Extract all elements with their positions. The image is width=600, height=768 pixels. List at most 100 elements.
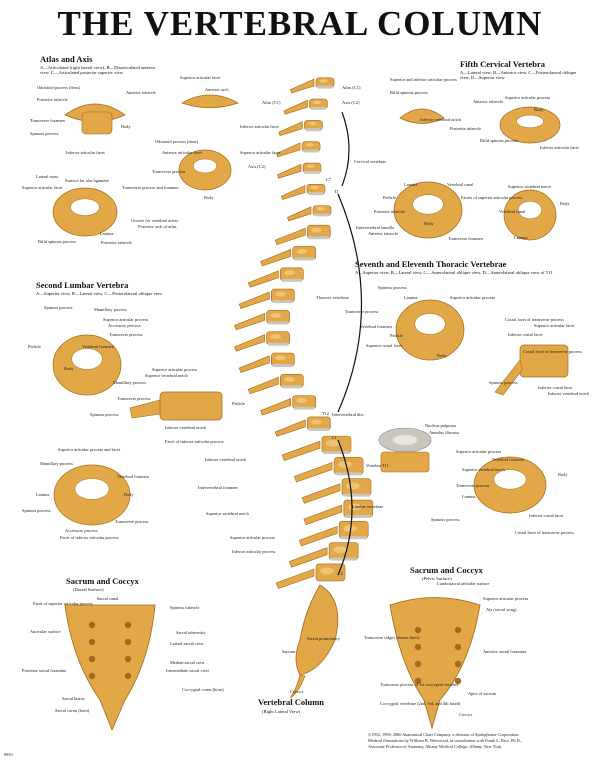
posterior-sacral-foramen <box>88 638 96 646</box>
intervertebral-disc <box>272 364 294 368</box>
t7-superior-foramen <box>414 313 446 335</box>
cervical-label: Superior and inferior articular process <box>390 77 457 82</box>
body-highlight <box>326 439 340 447</box>
atlas-axis-label: Superior articular facet <box>240 150 281 155</box>
thoracic-label: Lamina <box>404 295 418 300</box>
cervical-label: Superior vertebral notch <box>508 184 551 189</box>
atlas-axis-label: Body <box>204 195 214 200</box>
lumbar-label: Body <box>64 366 74 371</box>
atlas-axis-label: Lateral mass <box>36 174 59 179</box>
body-highlight <box>270 312 281 318</box>
thoracic-label: Vertebral foramen <box>360 324 392 329</box>
thoracic-label: Inferior costal facet <box>538 385 573 390</box>
sacrum-dorsal-label: Sacral hiatus <box>62 696 85 701</box>
intervertebral-disc <box>322 451 350 455</box>
cervical-label: Transverse foramen <box>448 236 483 241</box>
lumbar-label: Transverse process <box>117 396 151 401</box>
sacrum-dorsal-label: Facet of superior articular process <box>33 601 93 606</box>
column-label: C7 <box>326 177 332 182</box>
mid-column-label: Superior articular process <box>230 535 276 540</box>
intervertebral-disc <box>308 236 330 240</box>
body-highlight <box>306 164 315 169</box>
spinous-process <box>277 163 302 179</box>
axis-body <box>81 111 113 135</box>
spinous-process <box>260 398 292 416</box>
l2-lateral-body <box>159 391 223 421</box>
sacrum-pelvic-label: Superior articular process <box>483 596 529 601</box>
c5-anterior-foramen <box>516 114 544 128</box>
section-title-fifth-cervical: Fifth Cervical Vertebra <box>460 59 545 69</box>
spinous-process <box>288 547 328 568</box>
sacrum-pelvic-label: Anterior sacral foramina <box>483 649 527 654</box>
sacrum-pelvic-label: Transverse process of 1st coccygeal vert… <box>380 682 459 687</box>
thoracic-label: Lamina <box>462 494 476 499</box>
mid-column-label: Intervertebral foramen <box>198 485 238 490</box>
lumbar-label: Body <box>124 492 134 497</box>
section-title-thoracic: Seventh and Eleventh Thoracic Vertebrae <box>355 259 507 269</box>
intervertebral-disc <box>317 85 333 89</box>
lumbar-label: Superior articular process <box>152 367 198 372</box>
intervertebral-disc <box>342 493 370 497</box>
copyright-line-2: Medical illustrations by William B. West… <box>368 738 522 743</box>
posterior-sacral-foramen <box>88 672 96 680</box>
section-title-sacrum-pelvic: Sacrum and Coccyx <box>410 565 483 575</box>
lumbar-label: Spinous process <box>44 305 73 310</box>
thoracic-label: Costal facet of transverse process <box>523 349 582 354</box>
thoracic-label: Nucleus pulposus <box>425 423 457 428</box>
cervical-label: Facets of superior articular process <box>461 195 523 200</box>
section-subtitle-fifth-cervical: A—Lateral view, B—Anterior view, C—Poste… <box>460 70 577 80</box>
lumbar-label: Facet of inferior articular process <box>60 535 119 540</box>
thoracic-label: Superior vertebral notch <box>462 467 505 472</box>
body-highlight <box>275 355 286 361</box>
body-highlight <box>310 185 319 190</box>
cervical-label: Posterior tubercle <box>374 209 406 214</box>
atlas-axis-label: Inferior articular facet <box>240 124 279 129</box>
column-label: Thoracic vertebrae <box>316 295 350 300</box>
mid-column-label: Superior vertebral notch <box>206 511 249 516</box>
atlas-axis-label: Anterior articular facet <box>162 150 203 155</box>
lumbar-label: Mamillary process <box>113 380 146 385</box>
c5-oblique-foramen <box>518 201 542 219</box>
anterior-sacral-foramen <box>414 660 422 668</box>
sacrum-pelvic-label: Coccygeal vertebrae (2nd, 3rd, and 4th f… <box>380 701 461 706</box>
mid-column-label: Inferior articular process <box>232 549 276 554</box>
lumbar-label: Facet of inferior articular process <box>165 439 224 444</box>
thoracic-label: Vertebral foramen <box>492 457 524 462</box>
lumbar-bracket <box>337 439 353 576</box>
cervical-label: Anterior tubercle <box>473 99 504 104</box>
cervical-label: Anterior tubercle <box>368 231 399 236</box>
cervical-label: Body <box>424 221 434 226</box>
sacrum-dorsal-label: Coccygeal cornu (horn) <box>182 687 224 692</box>
column-label: Intervertebral disc <box>332 412 365 417</box>
lumbar-label: Lamina <box>36 492 50 497</box>
sacrum-pelvic-shape <box>389 597 481 730</box>
column-label: T12 <box>322 411 330 416</box>
thoracic-label: Body <box>437 353 447 358</box>
intervertebral-disc <box>305 128 322 132</box>
atlas-axis-label: Posterior tubercle <box>37 97 69 102</box>
spinous-process <box>234 312 265 331</box>
vertebra-detail-illustrations <box>52 94 569 732</box>
lumbar-label: Superior articular process and facet <box>58 447 121 452</box>
spinous-process <box>280 185 306 200</box>
t7-lateral-spine <box>494 359 523 396</box>
thoracic-label: Transverse process <box>345 309 379 314</box>
atlas-axis-label: Transverse process <box>152 169 186 174</box>
intervertebral-disc <box>281 385 303 389</box>
body-highlight <box>343 524 357 532</box>
spinous-process <box>298 525 338 547</box>
thoracic-label: Inferior costal facet <box>529 513 564 518</box>
column-label: Sacrum <box>282 649 296 654</box>
cervical-bracket <box>341 111 350 187</box>
section-title-sacrum-dorsal: Sacrum and Coccyx <box>66 576 139 586</box>
column-label: Coccyx <box>290 689 304 694</box>
lumbar-label: Superior vertebral notch <box>145 373 188 378</box>
atlas-axis-label: Superior articular facet <box>22 185 63 190</box>
posterior-sacral-foramen <box>88 655 96 663</box>
anterior-sacral-foramen <box>414 677 422 685</box>
atlas-anterior <box>181 94 239 109</box>
thoracic-label: Inferior vertebral notch <box>548 391 589 396</box>
anterior-sacral-foramen <box>454 626 462 634</box>
column-label: Sacral promontory <box>307 636 340 641</box>
body-highlight <box>270 334 281 340</box>
